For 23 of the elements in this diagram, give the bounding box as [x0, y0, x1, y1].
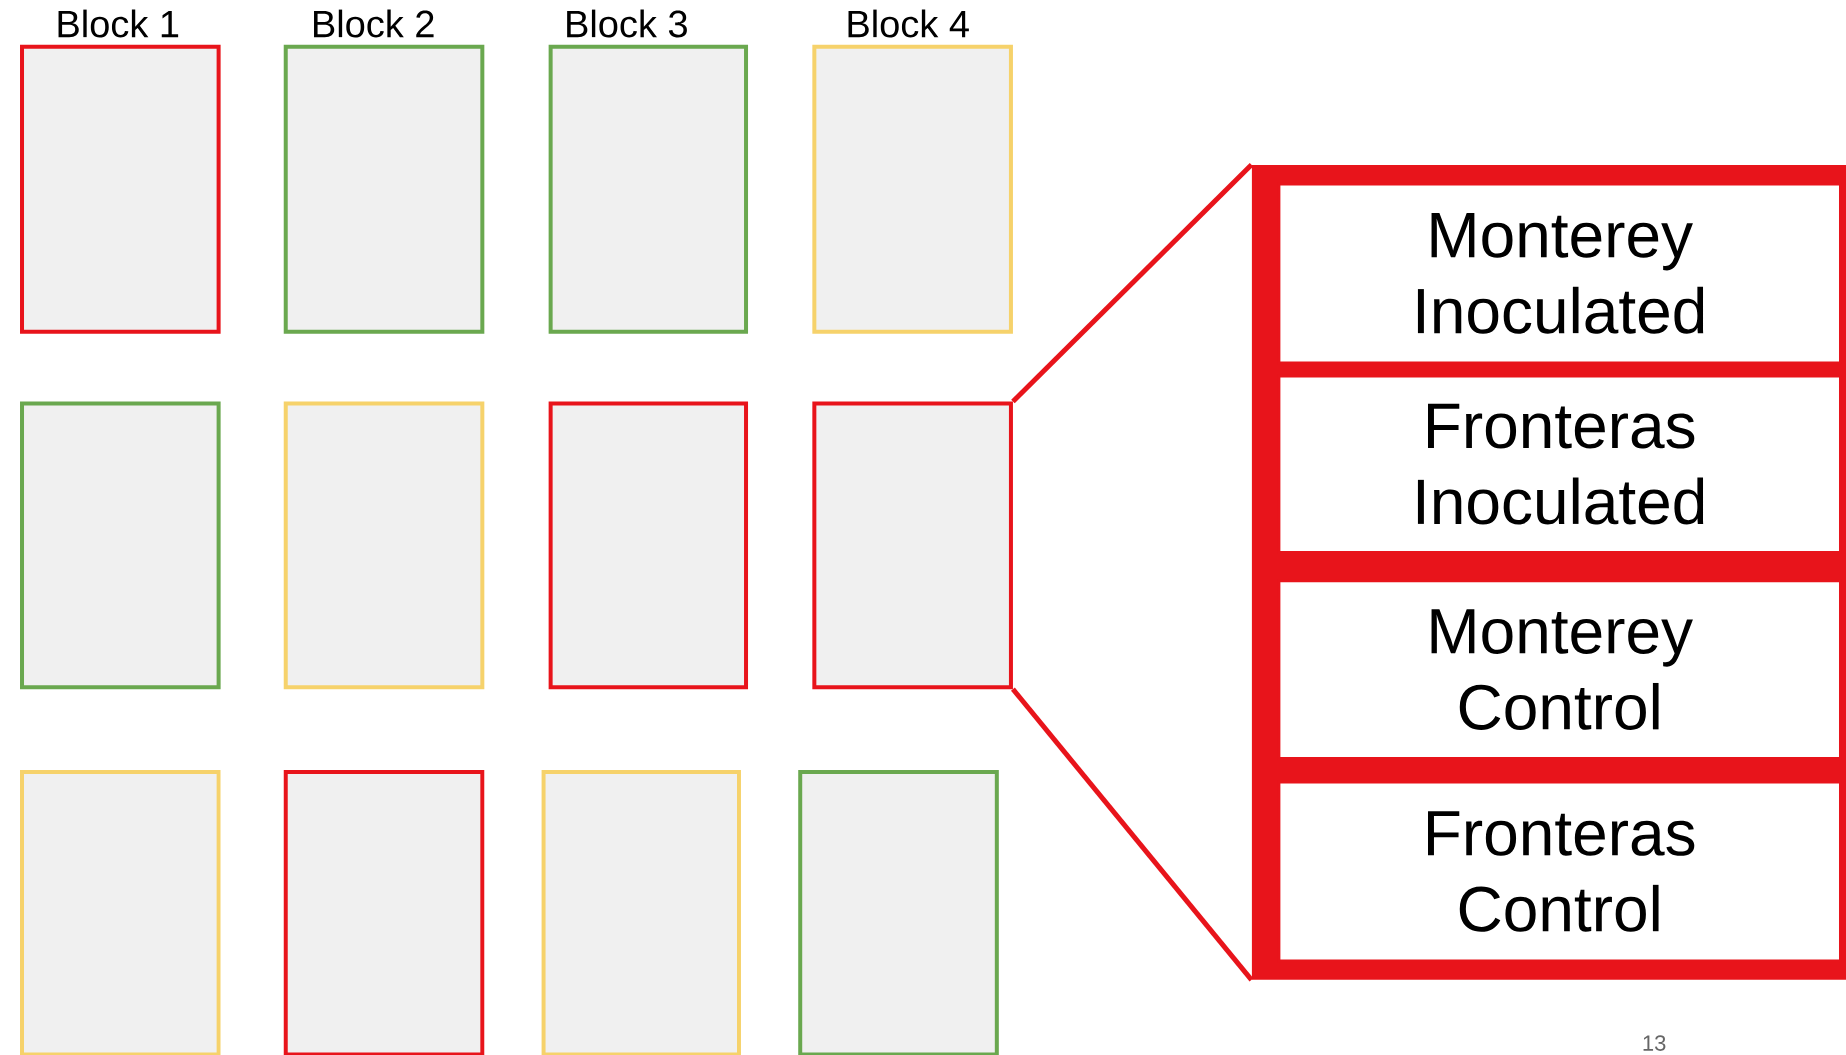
treatment-box: Monterey Inoculated — [1277, 182, 1842, 365]
plot-box — [548, 44, 749, 334]
zoom-line — [1011, 163, 1254, 404]
plot-box — [283, 44, 485, 334]
plot-box — [812, 401, 1013, 690]
treatment-box: Fronteras Control — [1277, 780, 1842, 963]
treatment-box: Fronteras Inoculated — [1277, 374, 1842, 554]
treatment-box: Monterey Control — [1277, 579, 1842, 761]
plot-box — [798, 769, 999, 1055]
plot-box — [20, 44, 221, 334]
block-label: Block 1 — [58, 9, 179, 38]
plot-box — [548, 401, 749, 690]
block-label: Block 4 — [848, 9, 969, 38]
plot-box — [812, 44, 1013, 334]
plot-box — [541, 769, 741, 1055]
plot-box — [20, 401, 221, 690]
zoom-line — [1011, 687, 1254, 982]
page-number: 13 — [1643, 1035, 1666, 1051]
block-label: Block 3 — [567, 9, 687, 38]
plot-box — [283, 401, 485, 690]
block-label: Block 2 — [314, 9, 434, 38]
plot-box — [283, 769, 485, 1055]
plot-box — [20, 769, 221, 1055]
